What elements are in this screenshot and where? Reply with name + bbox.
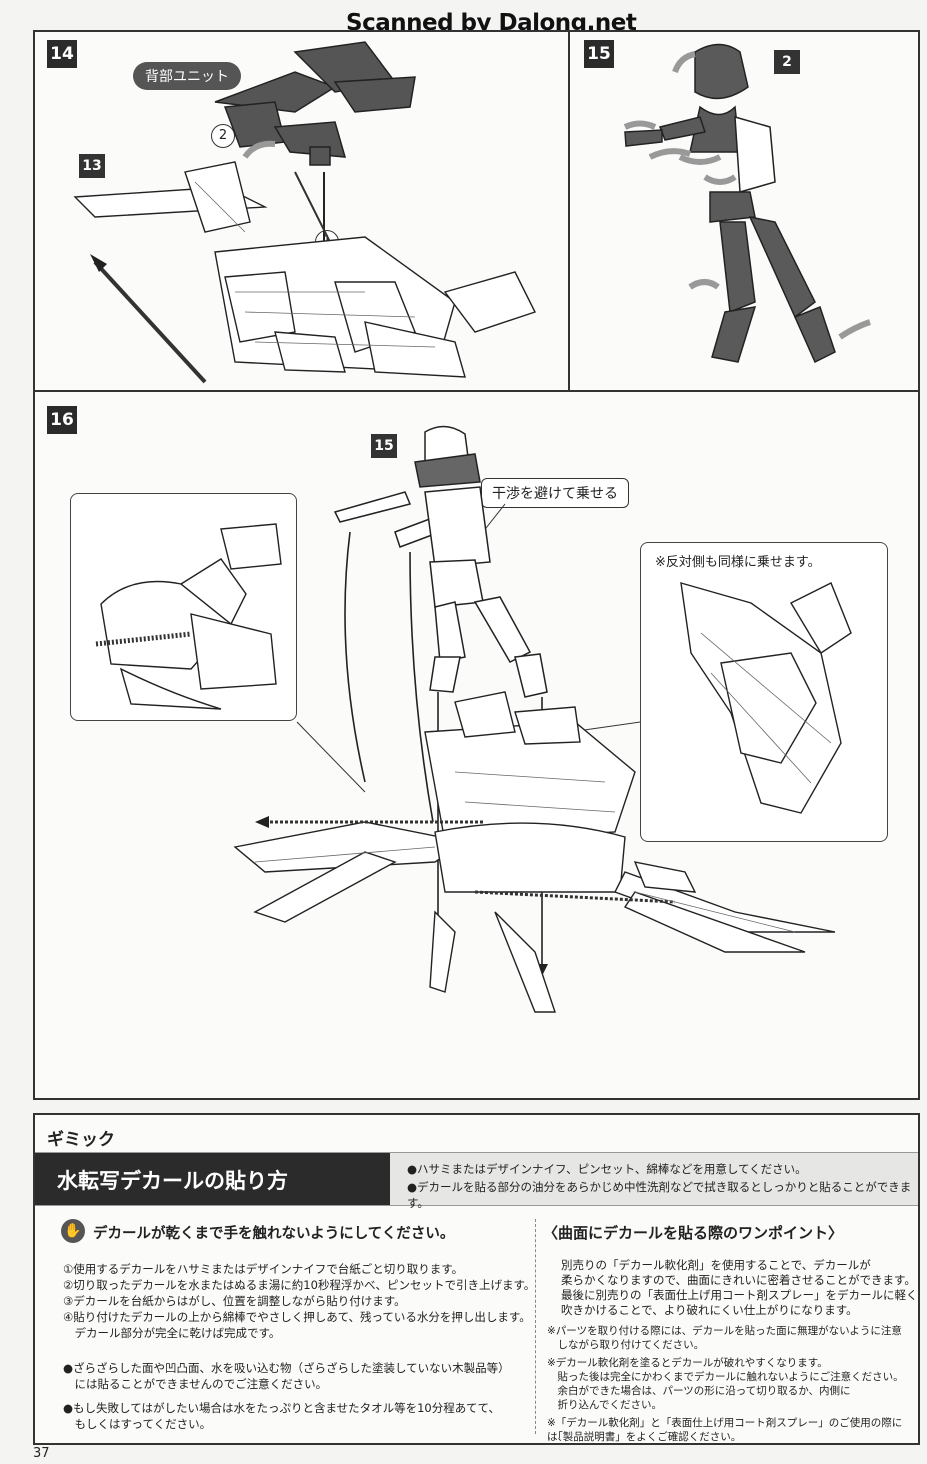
page-number: 37: [33, 1446, 50, 1461]
gimmick-heading: ギミック: [47, 1130, 115, 1150]
decal-banner-title: 水転写デカールの貼り方: [57, 1169, 288, 1193]
tip-note-3-cont: 「製品説明書」をよくご確認ください。: [547, 1431, 742, 1443]
tip-note-2: ※デカール軟化剤を塗るとデカールが破れやすくなります。: [547, 1357, 828, 1369]
back-unit-label: 背部ユニット: [133, 62, 241, 90]
tip-body-2: 柔らかくなりますので、曲面にきれいに密着させることができます。: [561, 1273, 916, 1287]
step14-illustration: [73, 41, 536, 384]
decal-step-3: ③デカールを台紙からはがし、位置を調整しながら貼り付けます。: [63, 1294, 406, 1308]
decal-note-2-cont: もしくはすってください。: [63, 1417, 212, 1431]
column-divider: [535, 1219, 536, 1434]
step15-number: 15: [584, 40, 614, 68]
back-unit-drawing: [214, 41, 416, 166]
decal-step-2: ②切り取ったデカールを水またはぬるま湯に約10秒程浮かべ、ピンセットで引き上げま…: [63, 1278, 536, 1292]
decal-warning: デカールが乾くまで手を触れないようにしてください。: [93, 1226, 455, 1242]
step14-ref-13: 13: [79, 154, 105, 178]
step14-number: 14: [47, 40, 77, 68]
step15-panel: 15 2: [568, 30, 920, 392]
decal-step-4-cont: デカール部分が完全に乾けば完成です。: [63, 1326, 281, 1340]
right-inset-illustration: [680, 582, 852, 814]
no-touch-icon: ✋: [61, 1219, 85, 1243]
tip-title: 〈曲面にデカールを貼る際のワンポイント〉: [543, 1224, 844, 1242]
step16-main-illustration: [233, 425, 836, 1013]
step16-left-inset: [70, 493, 297, 721]
pilot-figure-drawing: [333, 425, 548, 698]
tip-note-2-cont2: 余白ができた場合は、パーツの形に沿って切り取るか、内側に: [547, 1385, 851, 1397]
step16-ref-15: 15: [371, 434, 397, 458]
decal-banner-title-box: 水転写デカールの貼り方: [35, 1153, 390, 1205]
decal-banner-note-1: ●ハサミまたはデザインナイフ、ピンセット、綿棒などを用意してください。: [407, 1162, 807, 1176]
step16-panel: 16 15 干渉を避けて乗せる ※反対側も同様に乗せます。: [33, 390, 920, 1100]
decal-note-1-cont: には貼ることができませんのでご注意ください。: [63, 1377, 328, 1391]
tip-body-4: 吹きかけることで、より破れにくい仕上がりになります。: [561, 1303, 858, 1317]
figure-drawing: [624, 43, 836, 364]
left-inset-illustration: [95, 523, 282, 710]
gimmick-panel: ギミック 水転写デカールの貼り方 ●ハサミまたはデザインナイフ、ピンセット、綿棒…: [33, 1113, 920, 1445]
decal-step-4: ④貼り付けたデカールの上から綿棒でやさしく押しあて、残っている水分を押し出します…: [63, 1310, 531, 1324]
tip-note-2-cont1: 貼った後は完全にかわくまでデカールに触れないようにご注意ください。: [547, 1371, 904, 1383]
tip-note-1: ※パーツを取り付ける際には、デカールを貼った面に無理がないように注意: [547, 1325, 902, 1337]
tip-body-1: 別売りの「デカール軟化剤」を使用することで、デカールが: [561, 1258, 871, 1272]
step14-panel: 14 背部ユニット 13 2 1: [33, 30, 570, 392]
vehicle-drawing: [233, 691, 836, 1013]
step14-arrow-2: 2: [211, 124, 235, 148]
tip-note-2-cont3: 折り込んでください。: [547, 1399, 662, 1411]
decal-step-1: ①使用するデカールをハサミまたはデザインナイフで台紙ごと切り取ります。: [63, 1262, 464, 1276]
decal-note-1: ●ざらざらした面や凹凸面、水を吸い込む物（ざらざらした塗装していない木製品等）: [63, 1361, 510, 1375]
frame-drawing: [73, 161, 536, 378]
step16-inset-note: ※反対側も同様に乗せます。: [655, 551, 821, 570]
step15-ref-2: 2: [774, 50, 800, 74]
step16-right-inset: ※反対側も同様に乗せます。: [640, 542, 888, 842]
decal-note-2: ●もし失敗してはがしたい場合は水をたっぷりと含ませたタオル等を10分程あてて、: [63, 1401, 500, 1415]
tip-note-3: ※「デカール軟化剤」と「表面仕上げ用コート剤スプレー」のご使用の際には、: [547, 1417, 903, 1443]
tip-body-3: 最後に別売りの「表面仕上げ用コート剤スプレー」をデカールに軽く: [561, 1288, 918, 1302]
decal-banner-note-2: ●デカールを貼る部分の油分をあらかじめ中性洗剤などで拭き取るとしっかりと貼ること…: [407, 1180, 912, 1210]
tip-note-1-cont: しながら取り付けてください。: [547, 1339, 705, 1351]
step16-number: 16: [47, 406, 77, 434]
decal-banner: 水転写デカールの貼り方 ●ハサミまたはデザインナイフ、ピンセット、綿棒などを用意…: [35, 1152, 918, 1210]
step16-callout: 干渉を避けて乗せる: [481, 478, 629, 508]
step15-figure-illustration: [623, 43, 871, 364]
